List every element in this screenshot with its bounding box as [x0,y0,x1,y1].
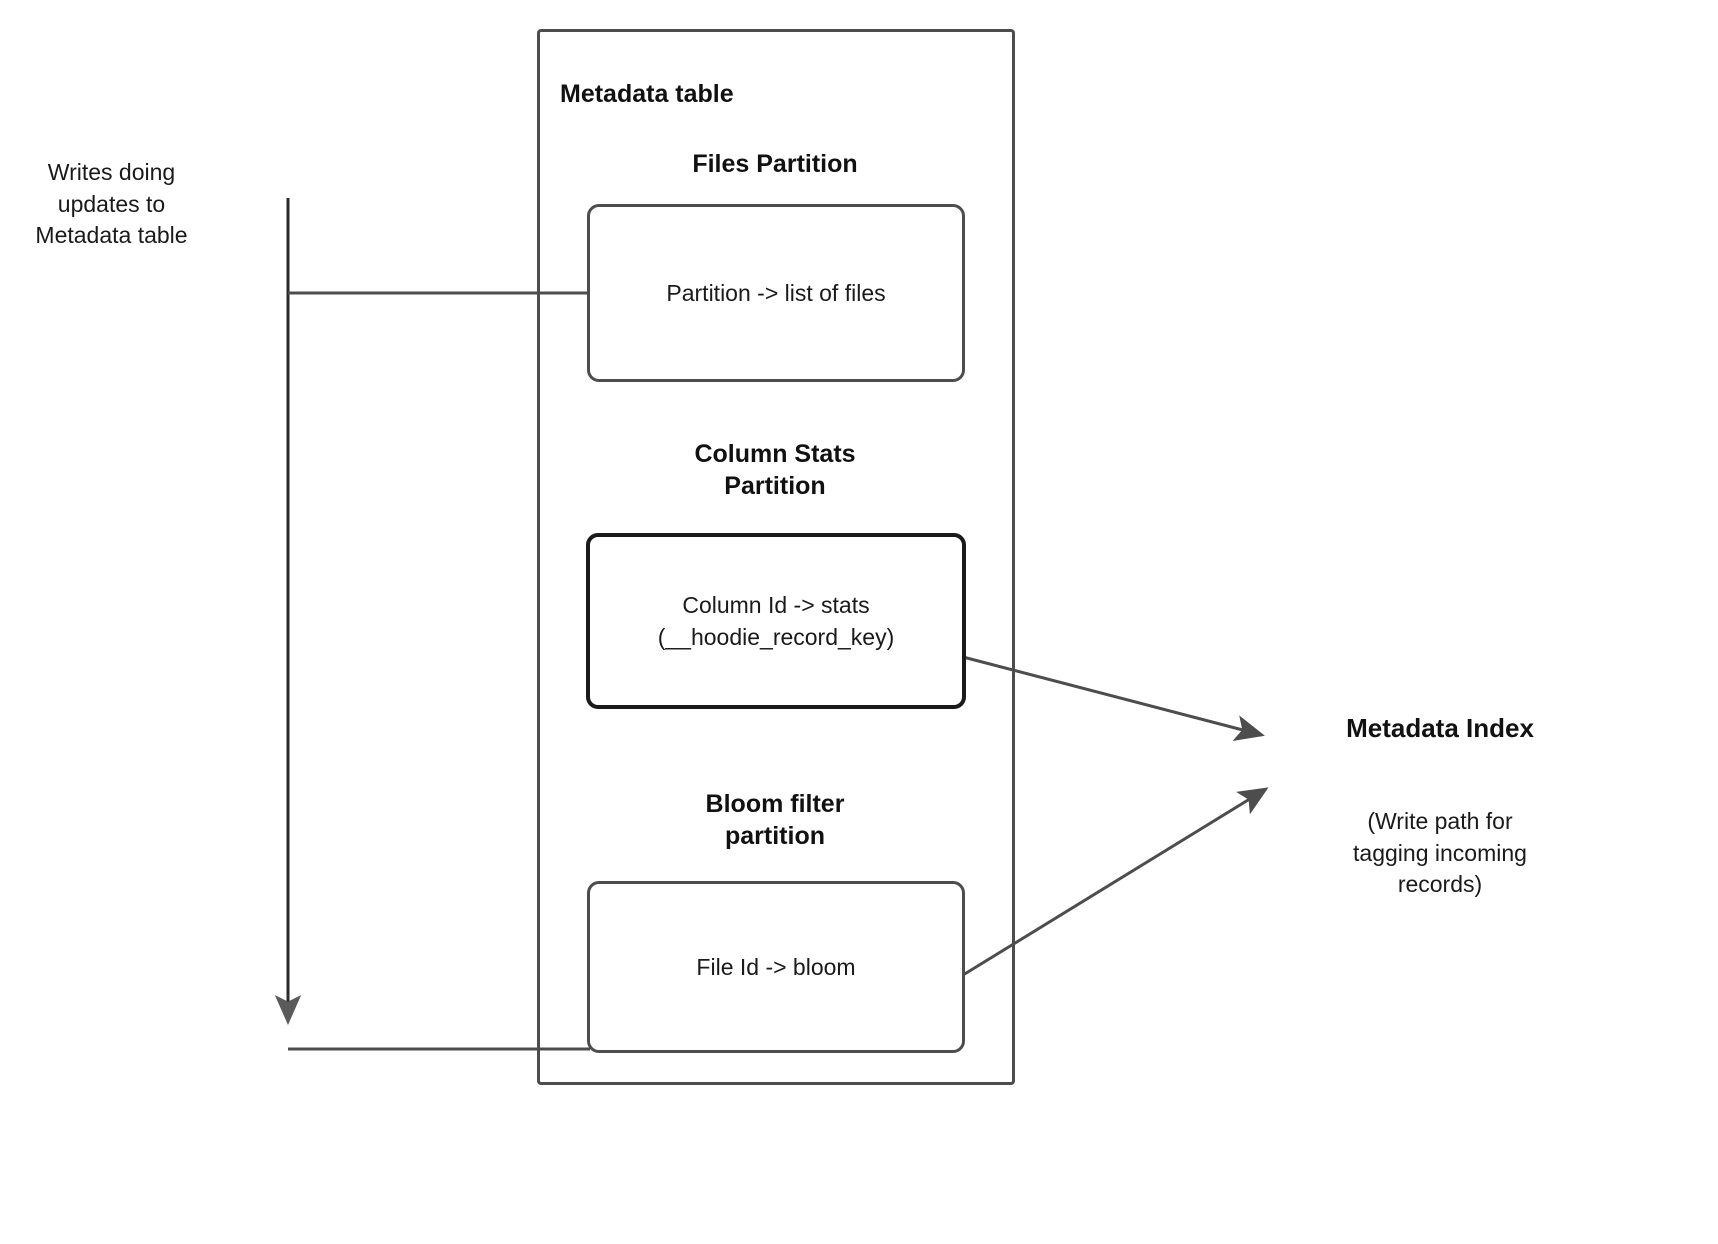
files-partition-box: Partition -> list of files [587,204,965,382]
bloom-filter-partition-box-label: File Id -> bloom [696,953,856,980]
metadata-table-container [537,29,1015,1085]
writes-note-label: Writes doing updates to Metadata table [35,159,188,249]
column-stats-partition-box: Column Id -> stats (__hoodie_record_key) [586,533,966,709]
files-partition-heading: Files Partition [692,150,858,178]
column-stats-partition-box-label: Column Id -> stats (__hoodie_record_key) [657,591,895,650]
metadata-index-subtitle: (Write path for tagging incoming records… [1353,808,1527,898]
bloom-filter-partition-heading: Bloom filter partition [705,790,845,850]
files-partition-box-label: Partition -> list of files [666,279,886,306]
bloom-filter-partition-box: File Id -> bloom [587,881,965,1053]
metadata-table-title: Metadata table [560,80,734,108]
column-stats-partition-heading: Column Stats Partition [694,440,856,500]
metadata-index-title: Metadata Index [1346,713,1534,743]
